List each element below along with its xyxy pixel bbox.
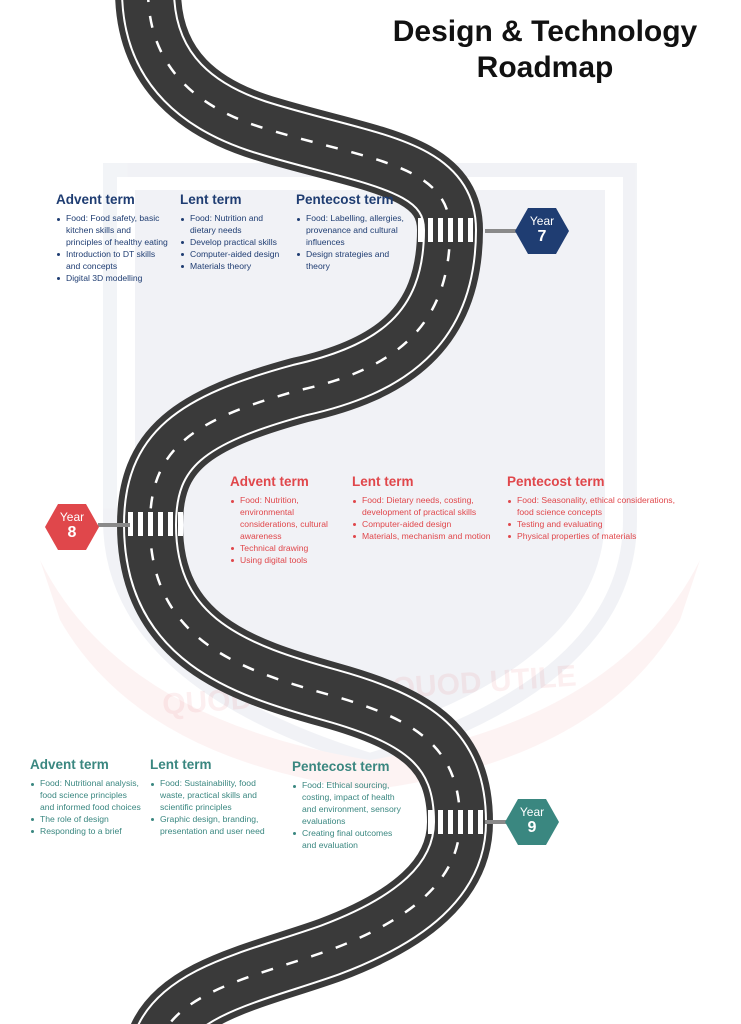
crossing-year7	[418, 218, 473, 242]
list-item: Food: Nutrition, environmental considera…	[231, 495, 342, 543]
year9-advent-term: Advent term Food: Nutritional analysis, …	[30, 757, 142, 838]
connector-year8	[98, 523, 130, 527]
list-item: Using digital tools	[231, 555, 342, 567]
hexagon-year9	[505, 799, 559, 845]
year8-lent-term: Lent term Food: Dietary needs, costing, …	[352, 474, 492, 543]
year7-advent-term: Advent term Food: Food safety, basic kit…	[56, 192, 168, 284]
term-list: Food: Sustainability, food waste, practi…	[150, 778, 275, 838]
year9-marker: Year 9	[504, 805, 560, 837]
list-item: Food: Labelling, allergies, provenance a…	[297, 213, 408, 249]
year7-number: 7	[537, 228, 547, 245]
list-item: Creating final outcomes and evaluation	[293, 828, 404, 852]
page-title: Design & Technology Roadmap	[360, 14, 730, 86]
list-item: Food: Nutrition and dietary needs	[181, 213, 285, 237]
list-item: Technical drawing	[231, 543, 342, 555]
term-heading: Advent term	[230, 474, 309, 489]
term-list: Food: Dietary needs, costing, developmen…	[352, 495, 492, 543]
term-heading: Pentecost term	[292, 759, 390, 774]
term-list: Food: Nutritional analysis, food science…	[30, 778, 142, 838]
year8-label: Year	[59, 510, 85, 524]
crossing-year8	[128, 512, 183, 536]
list-item: Responding to a brief	[31, 826, 142, 838]
list-item: The role of design	[31, 814, 142, 826]
list-item: Design strategies and theory	[297, 249, 408, 273]
list-item: Computer-aided design	[181, 249, 285, 261]
list-item: Computer-aided design	[353, 519, 492, 531]
term-heading: Lent term	[352, 474, 414, 489]
term-heading: Pentecost term	[296, 192, 394, 207]
list-item: Materials theory	[181, 261, 285, 273]
title-line-1: Design & Technology	[392, 15, 698, 48]
term-heading: Pentecost term	[507, 474, 605, 489]
year8-number: 8	[67, 524, 77, 541]
term-list: Food: Labelling, allergies, provenance a…	[296, 213, 408, 273]
list-item: Physical properties of materials	[508, 531, 682, 543]
list-item: Food: Nutritional analysis, food science…	[31, 778, 141, 812]
year7-lent-term: Lent term Food: Nutrition and dietary ne…	[180, 192, 285, 273]
crest-watermark	[40, 163, 700, 790]
term-list: Food: Seasonality, ethical consideration…	[507, 495, 682, 543]
year7-pentecost-term: Pentecost term Food: Labelling, allergie…	[296, 192, 408, 273]
list-item: Introduction to DT skills and concepts	[57, 249, 168, 273]
term-heading: Advent term	[56, 192, 135, 207]
connector-year7	[485, 229, 517, 233]
term-list: Food: Nutrition and dietary needs Develo…	[180, 213, 285, 273]
list-item: Food: Dietary needs, costing, developmen…	[353, 495, 492, 519]
term-heading: Advent term	[30, 757, 109, 772]
year7-label: Year	[529, 214, 555, 228]
year8-pentecost-term: Pentecost term Food: Seasonality, ethica…	[507, 474, 682, 543]
year8-marker: Year 8	[44, 510, 100, 542]
year9-label: Year	[519, 805, 545, 819]
term-list: Food: Food safety, basic kitchen skills …	[56, 213, 168, 284]
year9-number: 9	[527, 819, 537, 836]
list-item: Food: Seasonality, ethical consideration…	[508, 495, 682, 519]
title-line-2: Roadmap	[476, 51, 614, 84]
year7-marker: Year 7	[514, 214, 570, 246]
term-list: Food: Ethical sourcing, costing, impact …	[292, 780, 404, 851]
list-item: Food: Sustainability, food waste, practi…	[151, 778, 275, 814]
list-item: Graphic design, branding, presentation a…	[151, 814, 275, 838]
term-heading: Lent term	[180, 192, 242, 207]
year9-lent-term: Lent term Food: Sustainability, food was…	[150, 757, 275, 838]
year8-advent-term: Advent term Food: Nutrition, environment…	[230, 474, 342, 566]
year9-pentecost-term: Pentecost term Food: Ethical sourcing, c…	[292, 759, 404, 851]
list-item: Testing and evaluating	[508, 519, 682, 531]
list-item: Food: Food safety, basic kitchen skills …	[57, 213, 168, 247]
term-list: Food: Nutrition, environmental considera…	[230, 495, 342, 566]
term-heading: Lent term	[150, 757, 212, 772]
list-item: Digital 3D modelling	[57, 273, 168, 285]
connector-year9	[485, 820, 513, 824]
hexagon-year7	[515, 208, 569, 254]
list-item: Materials, mechanism and motion	[353, 530, 491, 541]
list-item: Develop practical skills	[181, 237, 285, 249]
hexagon-year8	[45, 504, 99, 550]
list-item: Food: Ethical sourcing, costing, impact …	[293, 780, 404, 828]
crossing-year9	[428, 810, 483, 834]
